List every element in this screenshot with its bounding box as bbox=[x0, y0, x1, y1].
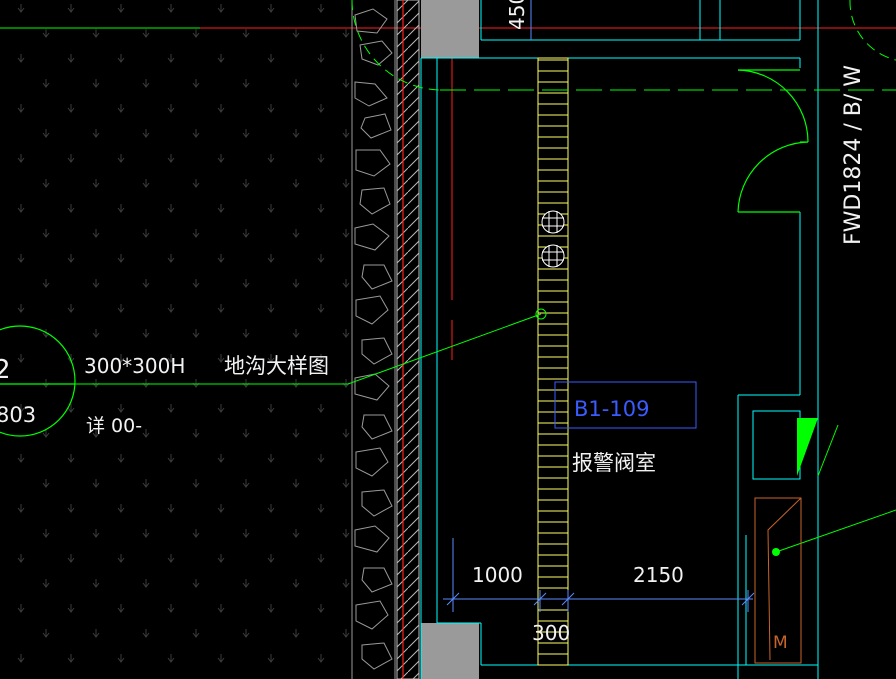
dimension-left: 1000 bbox=[472, 563, 523, 587]
alarm-valve-equipment bbox=[754, 497, 802, 664]
room-walls bbox=[420, 0, 819, 679]
rubble-wall bbox=[351, 0, 396, 679]
floor-drain bbox=[541, 210, 565, 268]
exterior-soil-hatch bbox=[0, 0, 350, 679]
section-marker-line bbox=[817, 424, 839, 477]
swing-arc-top-right bbox=[849, 0, 896, 61]
dimension-top: 450 bbox=[505, 0, 529, 30]
detail-callout-number: 2 bbox=[0, 355, 11, 385]
dimension-trench: 300 bbox=[532, 621, 570, 645]
detail-callout-circle bbox=[0, 325, 76, 437]
floor-trench bbox=[537, 57, 569, 666]
dimension-right: 2150 bbox=[633, 563, 684, 587]
detail-leader-line bbox=[75, 313, 542, 385]
column-bottom bbox=[421, 623, 479, 679]
trench-size-label: 300*300H bbox=[84, 354, 185, 378]
room-name: 报警阀室 bbox=[572, 451, 656, 475]
equipment-tag: M bbox=[773, 633, 788, 653]
detail-title: 地沟大样图 bbox=[224, 354, 329, 378]
section-marker-triangle bbox=[797, 418, 818, 476]
detail-callout-sheet: 803 bbox=[0, 403, 36, 427]
swing-arc-dashed bbox=[351, 0, 441, 91]
room-tag-box bbox=[554, 381, 697, 429]
hatched-wall bbox=[396, 0, 420, 679]
detail-leader-target bbox=[535, 308, 547, 320]
room-code: B1-109 bbox=[574, 397, 649, 421]
detail-ref-label: 详 00- bbox=[86, 415, 142, 437]
door-tag: FWD1824 / B/ W bbox=[841, 65, 866, 245]
alarm-valve-symbol bbox=[767, 497, 802, 661]
equipment-leader-dot bbox=[772, 548, 780, 556]
equipment-leader-line bbox=[775, 509, 896, 553]
column-top bbox=[421, 0, 479, 58]
dimension-lines bbox=[443, 0, 755, 612]
double-door-swing bbox=[737, 69, 809, 213]
